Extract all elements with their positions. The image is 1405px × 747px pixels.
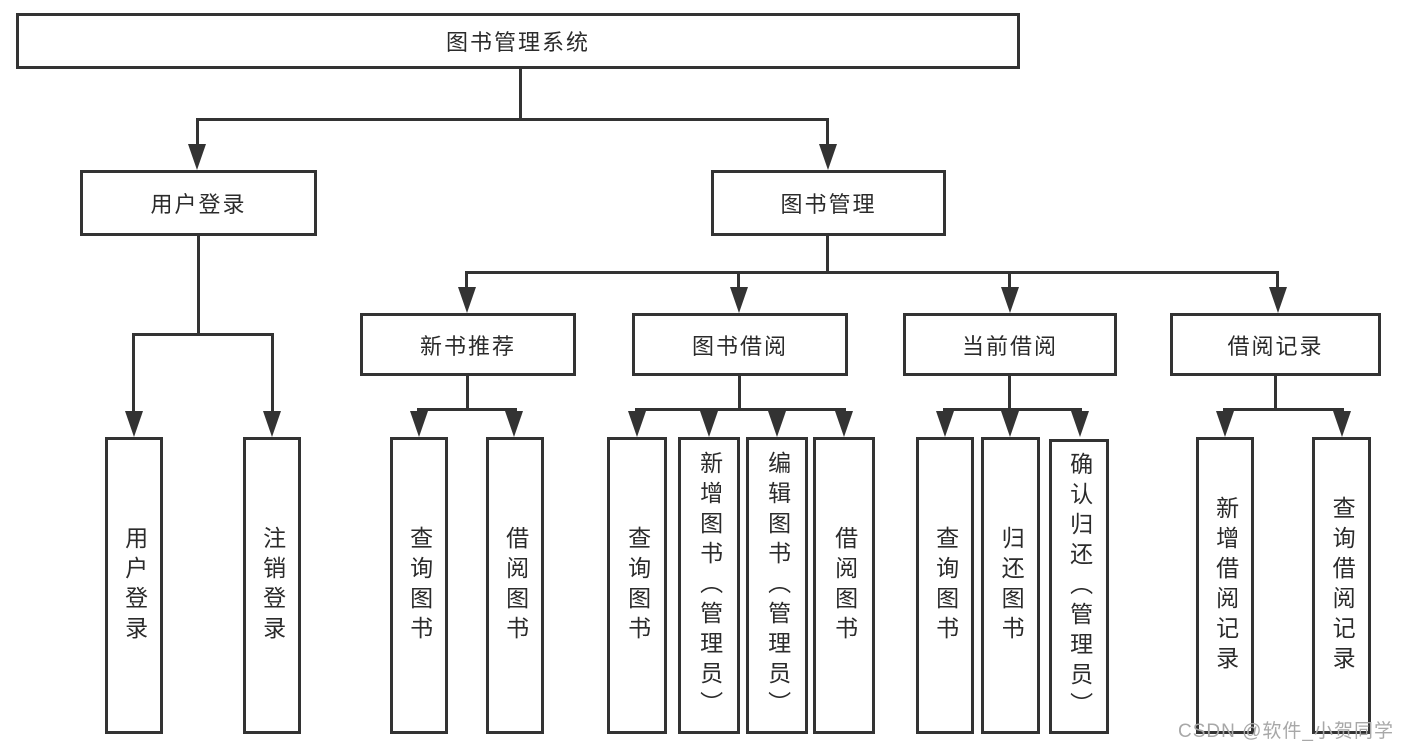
node-user-login: 用户登录 (80, 170, 317, 236)
node-new-book-recommend-label: 新书推荐 (419, 333, 516, 359)
node-borrowing-records-label: 借阅记录 (1227, 333, 1324, 359)
node-borrowing-records: 借阅记录 (1170, 313, 1381, 376)
arrow-down-icon (768, 411, 786, 437)
leaf-bb-query-books-label: 查询图书 (624, 525, 651, 646)
leaf-logout-label: 注销登录 (259, 525, 286, 646)
leaf-logout: 注销登录 (243, 437, 301, 734)
connector-line (635, 408, 846, 411)
connector-line (197, 236, 200, 333)
connector-line (465, 271, 468, 293)
leaf-bb-borrow-books-label: 借阅图书 (831, 525, 858, 646)
connector-line (132, 333, 135, 413)
node-user-login-label: 用户登录 (150, 192, 247, 217)
arrow-down-icon (188, 144, 206, 170)
leaf-cb-return-books-label: 归还图书 (998, 525, 1025, 646)
leaf-bb-add-books-admin-label: 新增图书（管理员） (696, 450, 723, 721)
connector-line (519, 69, 522, 118)
leaf-br-query-record: 查询借阅记录 (1312, 437, 1371, 734)
arrow-down-icon (819, 144, 837, 170)
connector-line (1008, 271, 1011, 293)
connector-line (271, 333, 274, 413)
node-book-borrowing-label: 图书借阅 (691, 333, 788, 359)
arrow-down-icon (700, 411, 718, 437)
arrow-down-icon (1001, 287, 1019, 313)
node-book-management: 图书管理 (711, 170, 946, 236)
arrow-down-icon (410, 411, 428, 437)
arrow-down-icon (628, 411, 646, 437)
leaf-bb-edit-books-admin: 编辑图书（管理员） (746, 437, 808, 734)
node-root: 图书管理系统 (16, 13, 1020, 69)
arrow-down-icon (263, 411, 281, 437)
arrow-down-icon (835, 411, 853, 437)
connector-line (132, 333, 274, 336)
leaf-br-add-record: 新增借阅记录 (1196, 437, 1254, 734)
leaf-bb-add-books-admin: 新增图书（管理员） (678, 437, 740, 734)
leaf-nb-query-books: 查询图书 (390, 437, 448, 734)
arrow-down-icon (505, 411, 523, 437)
arrow-down-icon (125, 411, 143, 437)
connector-line (1276, 271, 1279, 293)
arrow-down-icon (1216, 411, 1234, 437)
leaf-nb-query-books-label: 查询图书 (406, 525, 433, 646)
leaf-cb-confirm-return-admin-label: 确认归还（管理员） (1066, 451, 1093, 722)
connector-line (417, 408, 517, 411)
connector-line (737, 271, 740, 293)
connector-line (738, 376, 741, 411)
arrow-down-icon (1001, 411, 1019, 437)
connector-line (1008, 376, 1011, 411)
leaf-bb-query-books: 查询图书 (607, 437, 667, 734)
connector-line (943, 408, 1082, 411)
leaf-cb-query-books-label: 查询图书 (932, 525, 959, 646)
arrow-down-icon (730, 287, 748, 313)
node-current-borrowing-label: 当前借阅 (961, 333, 1058, 359)
leaf-br-query-record-label: 查询借阅记录 (1329, 495, 1356, 676)
leaf-bb-edit-books-admin-label: 编辑图书（管理员） (764, 450, 791, 721)
node-current-borrowing: 当前借阅 (903, 313, 1117, 376)
arrow-down-icon (458, 287, 476, 313)
arrow-down-icon (1071, 411, 1089, 437)
arrow-down-icon (936, 411, 954, 437)
connector-line (826, 118, 829, 152)
connector-line (1223, 408, 1344, 411)
connector-line (465, 271, 1279, 274)
leaf-cb-confirm-return-admin: 确认归还（管理员） (1049, 439, 1109, 734)
watermark: CSDN @软件_小贺同学 (1178, 721, 1394, 742)
node-new-book-recommend: 新书推荐 (360, 313, 576, 376)
leaf-cb-query-books: 查询图书 (916, 437, 974, 734)
leaf-user-login: 用户登录 (105, 437, 163, 734)
arrow-down-icon (1333, 411, 1351, 437)
leaf-cb-return-books: 归还图书 (981, 437, 1040, 734)
connector-line (196, 118, 829, 121)
leaf-bb-borrow-books: 借阅图书 (813, 437, 875, 734)
node-book-management-label: 图书管理 (780, 192, 877, 217)
node-book-borrowing: 图书借阅 (632, 313, 848, 376)
leaf-nb-borrow-books-label: 借阅图书 (502, 525, 529, 646)
connector-line (196, 118, 199, 152)
connector-line (466, 376, 469, 411)
leaf-user-login-label: 用户登录 (121, 525, 148, 646)
arrow-down-icon (1269, 287, 1287, 313)
leaf-nb-borrow-books: 借阅图书 (486, 437, 544, 734)
connector-line (826, 236, 829, 274)
connector-line (1274, 376, 1277, 411)
leaf-br-add-record-label: 新增借阅记录 (1212, 495, 1239, 676)
node-root-label: 图书管理系统 (445, 30, 590, 55)
